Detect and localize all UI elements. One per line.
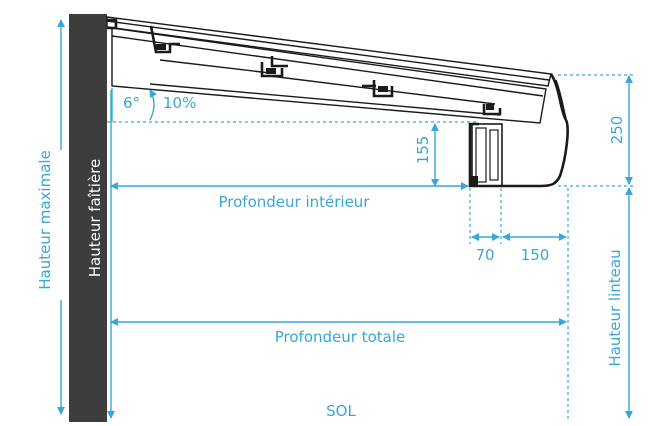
ground-label: SOL <box>326 402 356 420</box>
dim-70-150: 70 150 <box>469 188 569 420</box>
hauteur-maximale-label: Hauteur maximale <box>36 150 54 290</box>
hauteur-linteau-label: Hauteur linteau <box>606 249 624 366</box>
hauteur-faitiere-label: Hauteur faîtière <box>86 159 104 278</box>
slope-angle: 6° 10% <box>111 88 196 122</box>
dim-profondeur-totale: Profondeur totale <box>110 318 567 346</box>
angle-degree-label: 6° <box>123 94 140 112</box>
dim-155-label: 155 <box>414 136 432 165</box>
dim-250-label: 250 <box>608 116 626 145</box>
gutter-profile <box>468 73 569 188</box>
dim-hauteur-linteau: Hauteur linteau <box>606 187 633 419</box>
dim-70-label: 70 <box>475 246 494 264</box>
roof-profile <box>106 16 552 124</box>
dim-155: 155 <box>414 123 439 187</box>
dim-profondeur-interieur: Profondeur intérieur <box>110 182 469 211</box>
angle-percent-label: 10% <box>163 94 196 112</box>
dim-150-label: 150 <box>521 246 550 264</box>
profondeur-interieur-label: Profondeur intérieur <box>219 193 371 211</box>
profondeur-totale-label: Profondeur totale <box>275 328 405 346</box>
dim-hauteur-maximale: Hauteur maximale <box>36 19 65 415</box>
dim-250: 250 <box>608 75 633 185</box>
wall <box>69 14 107 422</box>
